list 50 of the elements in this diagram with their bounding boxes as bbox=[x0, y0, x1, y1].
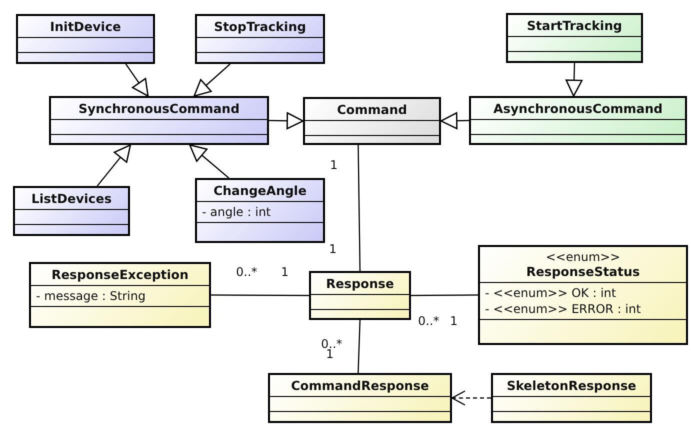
class-box bbox=[49, 96, 269, 145]
class-name: SynchronousCommand bbox=[78, 101, 240, 116]
class-name: Command bbox=[336, 102, 408, 117]
association-line bbox=[358, 145, 361, 271]
association-line bbox=[411, 294, 478, 296]
attribute-text: - <<enum>> OK : int bbox=[485, 285, 618, 301]
class-box bbox=[16, 14, 155, 64]
multiplicity-label: 1 bbox=[326, 347, 334, 361]
association-line bbox=[358, 320, 361, 374]
generalization-arrow bbox=[440, 112, 470, 130]
attribute-text: - angle : int bbox=[202, 204, 272, 220]
class-name: Response bbox=[326, 276, 394, 291]
class-name: SkeletonResponse bbox=[506, 378, 636, 393]
dependency-arrow bbox=[451, 390, 491, 406]
class-name: ChangeAngle bbox=[213, 183, 307, 198]
class-name: StopTracking bbox=[214, 19, 306, 34]
generalization-arrow bbox=[566, 62, 583, 97]
generalization-arrow bbox=[125, 64, 149, 97]
class-name: StartTracking bbox=[526, 18, 622, 33]
stereotype-label: <<enum>> bbox=[546, 250, 620, 264]
class-box bbox=[13, 186, 130, 236]
class-box bbox=[309, 271, 411, 320]
attribute-text: - <<enum>> ERROR : int bbox=[485, 301, 642, 317]
generalization-arrow bbox=[194, 64, 230, 97]
class-box bbox=[195, 178, 325, 243]
attribute-text: - message : String bbox=[36, 288, 147, 304]
class-name: InitDevice bbox=[50, 19, 121, 34]
association-line bbox=[211, 294, 309, 296]
class-box bbox=[478, 245, 688, 345]
class-name: ResponseException bbox=[51, 267, 189, 282]
class-box bbox=[195, 14, 325, 64]
class-name: CommandResponse bbox=[291, 378, 429, 393]
class-name: AsynchronousCommand bbox=[493, 101, 663, 116]
multiplicity-label: 0..* bbox=[236, 265, 258, 279]
multiplicity-label: 1 bbox=[450, 314, 458, 328]
class-box bbox=[506, 13, 643, 63]
class-name: ListDevices bbox=[31, 191, 112, 206]
class-box bbox=[303, 97, 441, 145]
class-box bbox=[29, 262, 211, 328]
class-box bbox=[469, 96, 687, 145]
generalization-arrow bbox=[96, 144, 132, 186]
class-name: ResponseStatus bbox=[526, 264, 640, 279]
class-box bbox=[491, 373, 652, 423]
multiplicity-label: 0..* bbox=[418, 314, 440, 328]
multiplicity-label: 1 bbox=[330, 158, 338, 172]
multiplicity-label: 1 bbox=[281, 265, 289, 279]
multiplicity-label: 1 bbox=[329, 242, 337, 256]
generalization-arrow bbox=[269, 112, 304, 130]
generalization-arrow bbox=[189, 144, 230, 178]
class-box bbox=[268, 373, 452, 423]
